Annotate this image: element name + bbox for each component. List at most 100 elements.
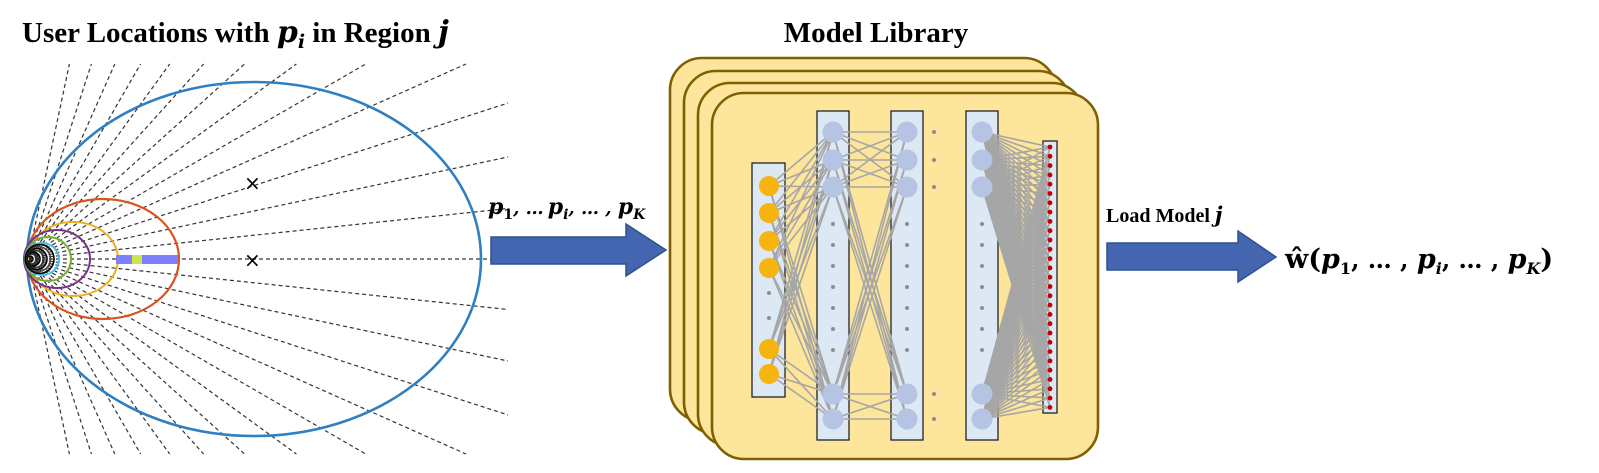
output-neuron bbox=[1047, 228, 1053, 234]
user-point-cluster bbox=[116, 255, 178, 264]
ellipsis-dot bbox=[932, 130, 936, 134]
output-neuron bbox=[1047, 349, 1053, 354]
network-edge bbox=[981, 369, 1051, 420]
load-model-label: Load Model j bbox=[1106, 202, 1223, 227]
hidden-neuron bbox=[822, 383, 844, 405]
output-neuron bbox=[1047, 191, 1053, 196]
sector-line bbox=[27, 258, 205, 455]
inner-ring bbox=[24, 243, 55, 275]
ellipsis-dot bbox=[905, 264, 909, 268]
network-edge bbox=[768, 159, 834, 269]
neural-network bbox=[751, 110, 1058, 441]
network-edge bbox=[981, 155, 1051, 188]
user-point-highlight bbox=[132, 255, 142, 264]
network-edge bbox=[832, 393, 908, 420]
sector-line bbox=[27, 258, 171, 455]
network-edge bbox=[768, 131, 834, 242]
input-neuron bbox=[759, 176, 779, 196]
input-variables-label: p1, …pi, … , pK bbox=[488, 194, 646, 223]
marker-lower: × bbox=[244, 248, 261, 272]
sector-line bbox=[27, 63, 142, 260]
output-arrow bbox=[1106, 229, 1278, 284]
sector-line bbox=[27, 258, 509, 416]
output-neuron bbox=[1047, 312, 1053, 317]
hidden-neuron bbox=[971, 176, 993, 198]
sector-line bbox=[27, 156, 509, 260]
output-neuron bbox=[1047, 339, 1053, 345]
ellipsis-dot bbox=[905, 348, 909, 352]
network-nodes bbox=[759, 121, 1053, 430]
input-arrow bbox=[490, 222, 668, 278]
hidden-neuron bbox=[971, 121, 993, 143]
output-neuron bbox=[1047, 265, 1053, 271]
network-edge bbox=[832, 131, 908, 161]
output-neuron bbox=[1047, 256, 1053, 261]
sector-line bbox=[27, 258, 509, 311]
network-edge bbox=[981, 155, 1051, 161]
hidden-neuron bbox=[971, 149, 993, 171]
network-edge bbox=[981, 360, 1051, 420]
ellipsis-dot bbox=[980, 243, 984, 247]
input-neuron bbox=[759, 258, 779, 278]
output-neuron bbox=[1047, 219, 1053, 224]
network-edge bbox=[981, 341, 1051, 420]
input-neuron bbox=[759, 231, 779, 251]
sector-line bbox=[27, 63, 205, 260]
network-edge bbox=[981, 388, 1051, 420]
ellipsis-dot bbox=[905, 222, 909, 226]
network-edge bbox=[768, 240, 834, 395]
input-arrow-group: p1, …pi, … , pK bbox=[488, 194, 668, 278]
sector-line bbox=[27, 258, 297, 455]
sector-line bbox=[27, 63, 70, 260]
output-neuron bbox=[1047, 246, 1053, 252]
output-neuron bbox=[1047, 181, 1053, 187]
output-neuron bbox=[1047, 386, 1053, 392]
marker-upper: × bbox=[244, 171, 261, 195]
ellipsis-dot bbox=[905, 285, 909, 289]
sector-line bbox=[27, 63, 92, 260]
sector-line bbox=[27, 63, 116, 260]
sector-line bbox=[27, 63, 467, 260]
ellipsis-dot bbox=[932, 158, 936, 162]
sector-line bbox=[27, 258, 116, 455]
network-edge bbox=[981, 131, 1051, 148]
sector-line bbox=[27, 258, 367, 455]
network-edge bbox=[768, 212, 834, 395]
network-edge bbox=[768, 186, 834, 375]
network-edge bbox=[768, 131, 834, 269]
output-neuron bbox=[1047, 395, 1053, 401]
ellipsis-dot bbox=[980, 348, 984, 352]
output-neuron bbox=[1047, 172, 1053, 178]
network-edge bbox=[768, 131, 834, 214]
output-neuron bbox=[1047, 144, 1053, 150]
ellipsis-dot bbox=[831, 243, 835, 247]
network-edge bbox=[768, 186, 834, 269]
network-edge bbox=[981, 146, 1051, 161]
angular-sector-lines bbox=[27, 63, 509, 455]
network-edge bbox=[768, 131, 834, 375]
network-edge bbox=[981, 313, 1051, 420]
network-edge bbox=[832, 159, 908, 188]
sector-line bbox=[27, 102, 509, 260]
output-weights-expression: ŵ(p1, … , pi, … , pK) bbox=[1284, 244, 1553, 278]
network-edge bbox=[768, 348, 834, 395]
sector-line bbox=[27, 63, 297, 260]
output-neuron bbox=[1047, 377, 1053, 382]
sector-line bbox=[27, 258, 70, 455]
output-arrow-group: Load Model j bbox=[1106, 202, 1278, 284]
ellipsis-dot bbox=[932, 185, 936, 189]
output-neuron bbox=[1047, 367, 1053, 373]
network-edge bbox=[768, 159, 834, 375]
ellipsis-dot bbox=[980, 306, 984, 310]
output-neuron bbox=[1047, 293, 1053, 299]
output-neuron bbox=[1047, 209, 1053, 215]
ellipsis-dot bbox=[980, 222, 984, 226]
network-edge bbox=[768, 267, 834, 395]
network-edge bbox=[832, 131, 908, 420]
ellipsis-dot bbox=[831, 348, 835, 352]
output-neuron bbox=[1047, 284, 1053, 289]
ellipsis-dot bbox=[980, 285, 984, 289]
ellipsis-dot bbox=[831, 264, 835, 268]
network-edge bbox=[768, 131, 834, 187]
